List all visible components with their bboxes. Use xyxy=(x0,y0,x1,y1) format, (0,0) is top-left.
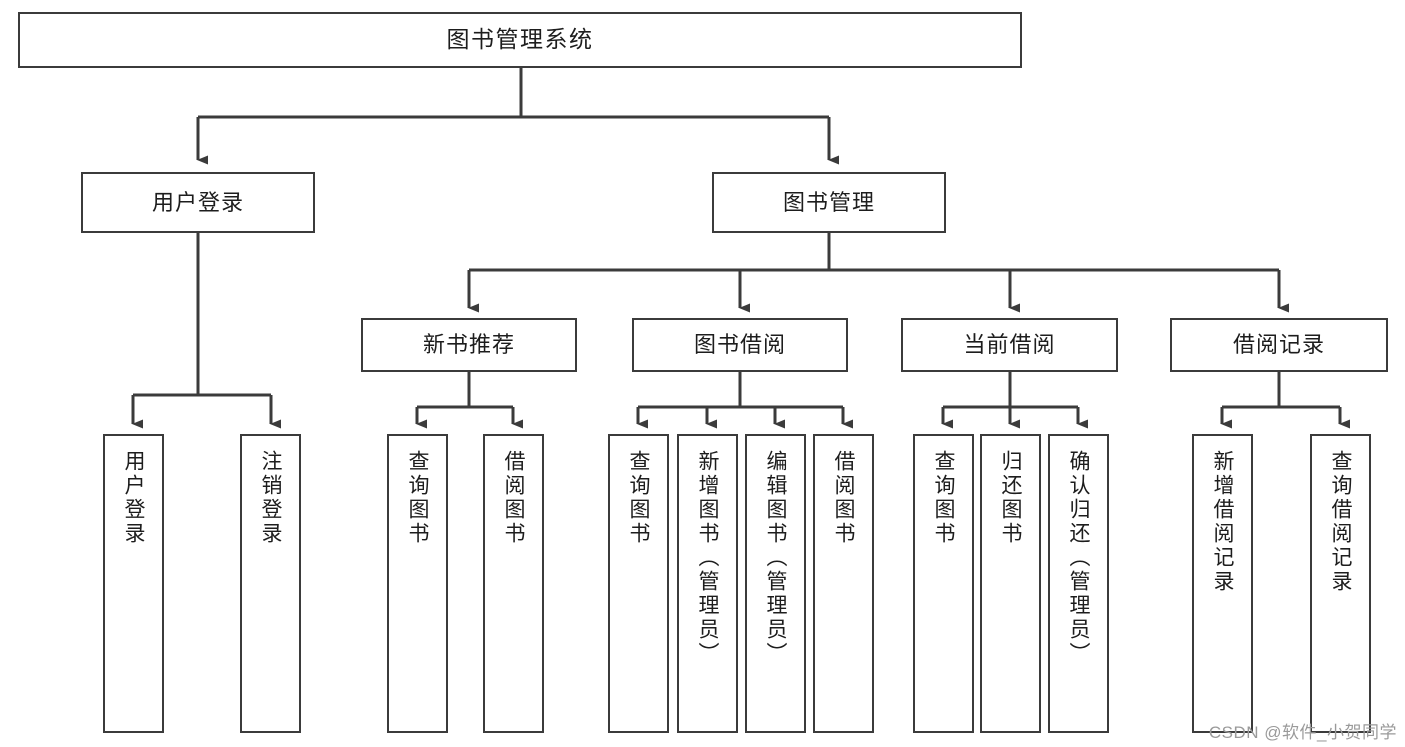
node-root-system[interactable]: 图书管理系统 xyxy=(18,12,1022,68)
node-label: 借阅记录 xyxy=(1232,332,1325,358)
leaf-user-logout[interactable]: 注销登录 xyxy=(240,434,301,733)
leaf-user-login[interactable]: 用户登录 xyxy=(103,434,164,733)
node-user-login[interactable]: 用户登录 xyxy=(81,172,315,233)
leaf-borrow-book[interactable]: 借阅图书 xyxy=(813,434,874,733)
node-label: 用户登录 xyxy=(151,189,244,215)
node-label: 查询图书 xyxy=(627,450,650,546)
node-new-book-recommend[interactable]: 新书推荐 xyxy=(361,318,577,372)
node-label: 新增图书（管理员） xyxy=(696,450,719,666)
node-label: 图书管理 xyxy=(782,189,875,215)
node-label: 新书推荐 xyxy=(422,332,515,358)
leaf-add-borrow-record[interactable]: 新增借阅记录 xyxy=(1192,434,1253,733)
leaf-query-borrow-record[interactable]: 查询借阅记录 xyxy=(1310,434,1371,733)
node-label: 新增借阅记录 xyxy=(1211,450,1234,594)
node-label: 确认归还（管理员） xyxy=(1067,450,1090,666)
leaf-borrow-book-recommend[interactable]: 借阅图书 xyxy=(483,434,544,733)
node-borrow-record[interactable]: 借阅记录 xyxy=(1170,318,1388,372)
leaf-return-book[interactable]: 归还图书 xyxy=(980,434,1041,733)
node-label: 查询图书 xyxy=(406,450,429,546)
leaf-query-book-borrow[interactable]: 查询图书 xyxy=(608,434,669,733)
node-book-management[interactable]: 图书管理 xyxy=(712,172,946,233)
leaf-confirm-return-admin[interactable]: 确认归还（管理员） xyxy=(1048,434,1109,733)
node-label: 用户登录 xyxy=(122,450,145,546)
node-label: 当前借阅 xyxy=(963,332,1056,358)
node-label: 查询借阅记录 xyxy=(1329,450,1352,594)
node-current-borrow[interactable]: 当前借阅 xyxy=(901,318,1118,372)
leaf-query-book-recommend[interactable]: 查询图书 xyxy=(387,434,448,733)
leaf-edit-book-admin[interactable]: 编辑图书（管理员） xyxy=(745,434,806,733)
node-book-borrow[interactable]: 图书借阅 xyxy=(632,318,848,372)
leaf-add-book-admin[interactable]: 新增图书（管理员） xyxy=(677,434,738,733)
node-label: 注销登录 xyxy=(259,450,282,546)
node-label: 借阅图书 xyxy=(832,450,855,546)
leaf-query-book-current[interactable]: 查询图书 xyxy=(913,434,974,733)
node-label: 查询图书 xyxy=(932,450,955,546)
node-label: 图书借阅 xyxy=(693,332,786,358)
node-label: 借阅图书 xyxy=(502,450,525,546)
node-label: 图书管理系统 xyxy=(446,26,594,53)
node-label: 编辑图书（管理员） xyxy=(764,450,787,666)
node-label: 归还图书 xyxy=(999,450,1022,546)
